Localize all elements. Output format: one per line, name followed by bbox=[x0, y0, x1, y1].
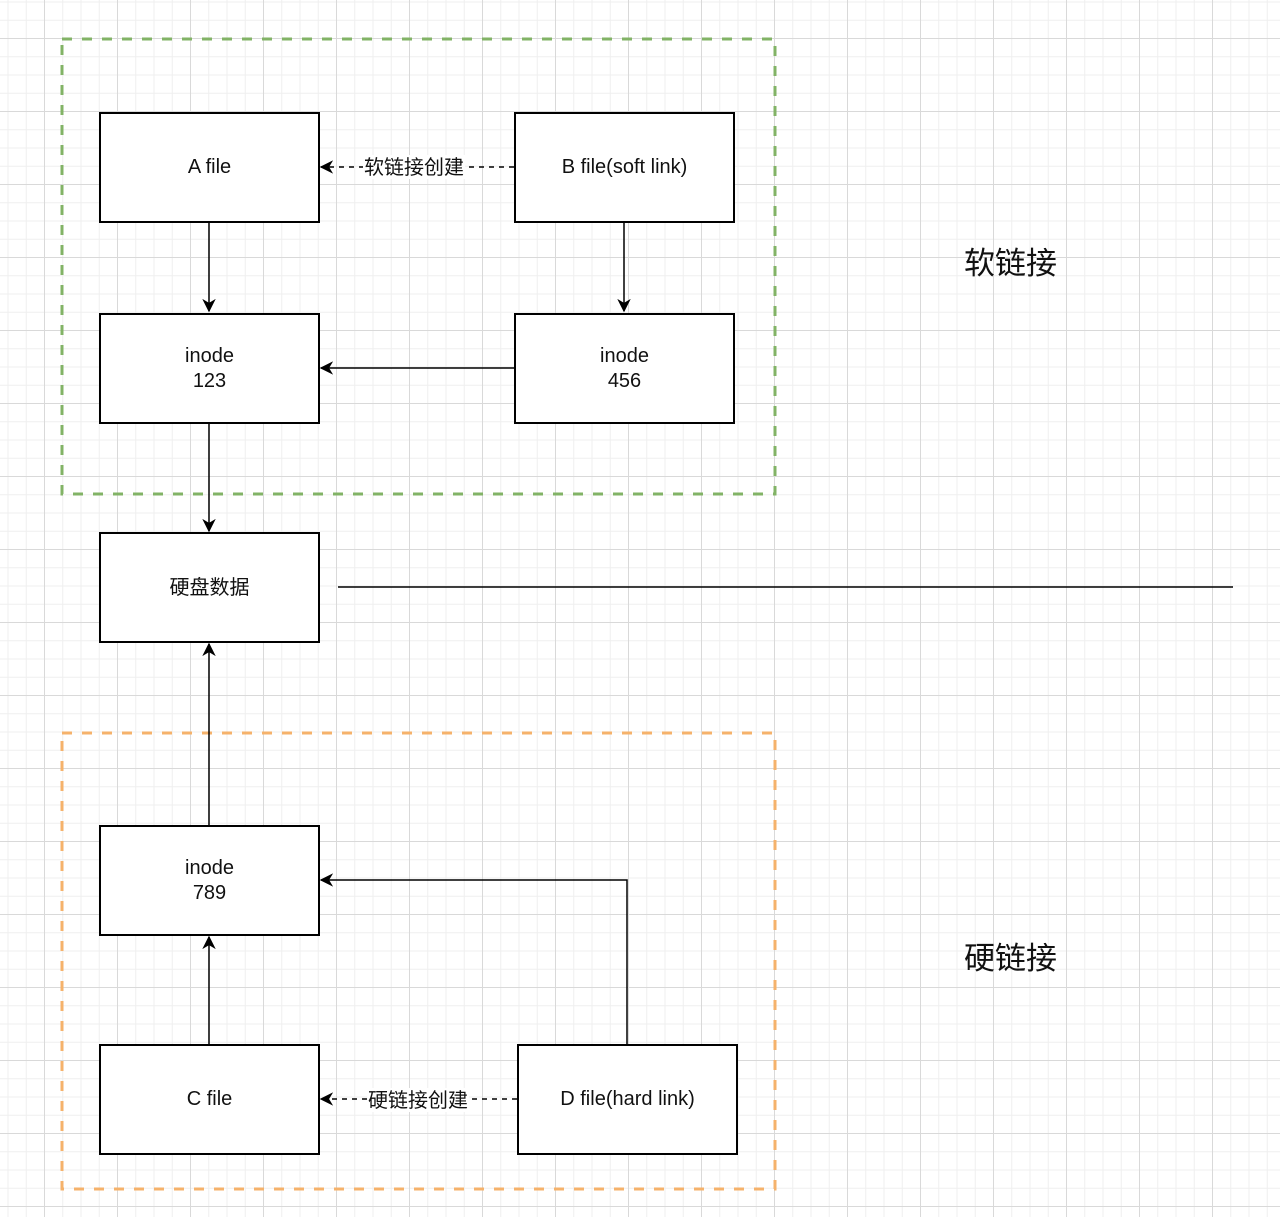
edge-d-to-inode789 bbox=[319, 873, 628, 1044]
inode-456-node[interactable]: inode 456 bbox=[514, 313, 735, 424]
soft-link-section-label: 软链接 bbox=[964, 246, 1057, 282]
a-file-node[interactable]: A file bbox=[99, 112, 320, 223]
disk-data-node[interactable]: 硬盘数据 bbox=[99, 532, 320, 643]
hard-link-section-label: 硬链接 bbox=[964, 941, 1057, 977]
d-file-hard-link-node[interactable]: D file(hard link) bbox=[517, 1044, 738, 1155]
b-file-soft-link-node[interactable]: B file(soft link) bbox=[514, 112, 735, 223]
soft-link-create-label: 软链接创建 bbox=[363, 155, 465, 179]
inode-123-node[interactable]: inode 123 bbox=[99, 313, 320, 424]
inode-789-node[interactable]: inode 789 bbox=[99, 825, 320, 936]
soft-link-group bbox=[60, 37, 777, 496]
c-file-node[interactable]: C file bbox=[99, 1044, 320, 1155]
hard-link-create-label: 硬链接创建 bbox=[367, 1088, 469, 1112]
hard-link-group bbox=[60, 731, 777, 1191]
